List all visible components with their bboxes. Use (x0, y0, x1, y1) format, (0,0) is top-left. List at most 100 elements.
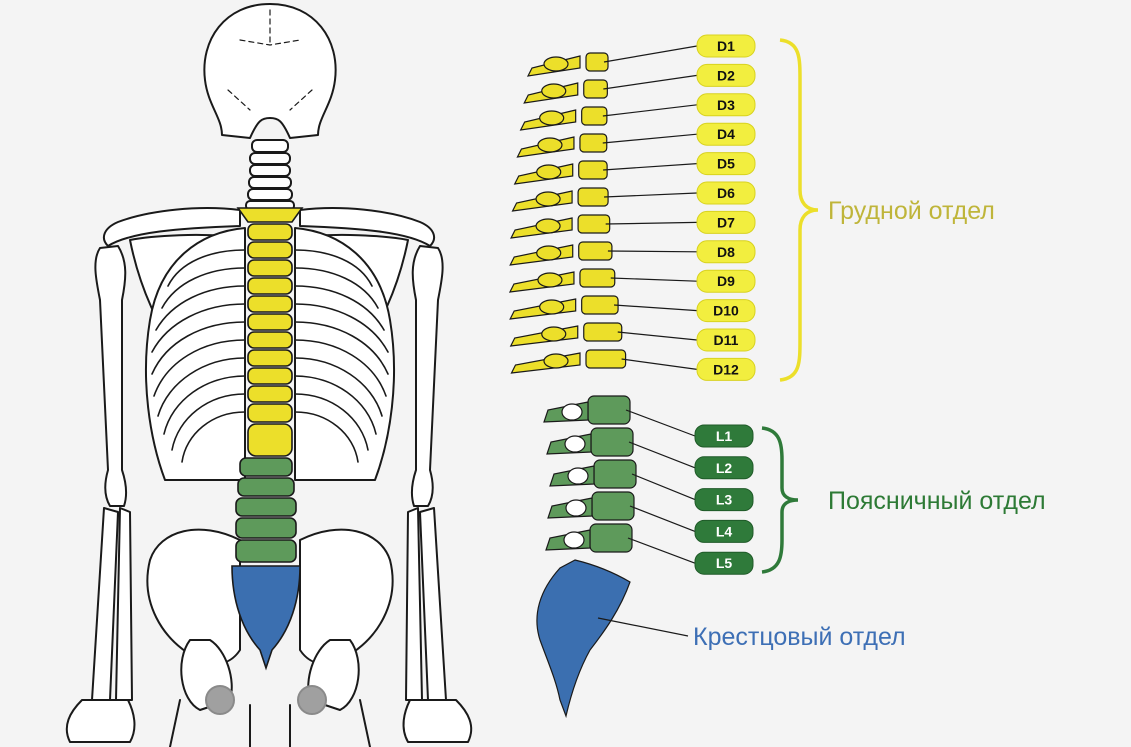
side-thoracic-lamina (543, 56, 569, 72)
side-thoracic-lamina (543, 353, 569, 369)
side-sacrum (536, 559, 631, 719)
side-lumbar-vertebrae (543, 395, 637, 553)
left-shoulder (102, 207, 241, 247)
skeleton-back-view (65, 3, 473, 747)
side-lumbar-foramen (565, 499, 587, 517)
label-l4: L4 (694, 519, 754, 543)
side-thoracic-lamina (539, 110, 565, 126)
label-text: L5 (716, 555, 733, 571)
label-text: D3 (717, 97, 735, 113)
side-thoracic-body (577, 187, 609, 207)
leader-d2 (603, 74, 698, 90)
side-thoracic-body (585, 349, 627, 369)
leader-d8 (607, 250, 698, 253)
label-text: D7 (717, 214, 735, 230)
leader-d12 (621, 358, 698, 370)
label-d10: D10 (696, 299, 756, 323)
left-lumbar-vertebrae (235, 457, 297, 563)
label-d1: D1 (696, 34, 756, 58)
left-humerus (94, 245, 128, 507)
side-thoracic-lamina (541, 326, 567, 342)
leader-d4 (602, 133, 698, 144)
side-thoracic-lamina (536, 164, 562, 180)
cervical-vertebrae (245, 139, 295, 211)
label-text: L3 (716, 492, 733, 508)
left-thoracic-vertebrae (247, 223, 293, 457)
thoracic-brace (779, 38, 819, 382)
leader-l2 (628, 441, 696, 469)
left-sacrum (231, 565, 301, 671)
left-spine (231, 207, 304, 671)
label-l2: L2 (694, 456, 754, 480)
side-lumbar-body (589, 523, 633, 553)
side-thoracic-lamina (541, 83, 567, 99)
leader-d9 (610, 277, 698, 282)
sacral-leader (597, 617, 689, 637)
ribs (151, 249, 389, 463)
lumbar-brace (761, 426, 799, 574)
side-thoracic-lamina (537, 272, 563, 288)
side-lumbar-foramen (561, 403, 583, 421)
side-thoracic-body (583, 322, 623, 342)
leader-l4 (629, 505, 696, 532)
label-l1: L1 (694, 424, 754, 448)
leader-d6 (604, 192, 698, 198)
label-d5: D5 (696, 152, 756, 176)
side-lumbar-body (593, 459, 637, 489)
leader-d3 (602, 104, 698, 117)
label-text: D2 (717, 67, 735, 83)
label-text: D4 (717, 126, 735, 142)
side-thoracic-lamina (536, 245, 562, 261)
leader-l5 (627, 537, 696, 564)
side-thoracic-body (578, 160, 608, 180)
side-thoracic-lamina (535, 191, 561, 207)
leader-d7 (605, 221, 698, 225)
label-l3: L3 (694, 488, 754, 512)
left-hand (65, 699, 136, 743)
label-d12: D12 (696, 357, 756, 381)
leader-d11 (617, 331, 698, 341)
side-lumbar-body (590, 427, 634, 457)
thoracic-top-wedge (236, 207, 304, 223)
label-text: L1 (716, 428, 733, 444)
side-thoracic-lamina (537, 137, 563, 153)
leader-d10 (614, 304, 698, 312)
side-lumbar-foramen (563, 531, 585, 549)
label-text: L4 (716, 523, 733, 539)
label-text: D8 (717, 244, 735, 260)
label-d11: D11 (696, 328, 756, 352)
right-hand (402, 699, 473, 743)
side-thoracic-lamina (535, 218, 561, 234)
leader-d1 (603, 45, 698, 63)
leader-l3 (631, 473, 696, 501)
right-forearm (405, 507, 447, 701)
label-d4: D4 (696, 122, 756, 146)
sacral-region-label: Крестцовый отдел (693, 623, 906, 651)
leader-d5 (603, 163, 698, 171)
spine-side-view (508, 52, 637, 719)
label-l5: L5 (694, 551, 754, 575)
label-text: D11 (714, 332, 739, 348)
side-thoracic-body (578, 241, 613, 261)
label-d3: D3 (696, 93, 756, 117)
side-thoracic-body (579, 268, 616, 288)
side-thoracic-body (579, 133, 608, 153)
right-humerus (410, 245, 444, 507)
label-d6: D6 (696, 181, 756, 205)
side-thoracic-body (577, 214, 611, 234)
leader-l1 (625, 409, 696, 437)
leader-lines (602, 45, 698, 564)
label-text: D1 (717, 38, 735, 54)
side-lumbar-foramen (567, 467, 589, 485)
label-text: D5 (717, 156, 735, 172)
label-text: D9 (717, 273, 735, 289)
lumbar-region-label: Поясничный отдел (828, 487, 1046, 515)
side-thoracic-body (581, 295, 619, 315)
label-text: D10 (713, 303, 739, 319)
side-lumbar-body (587, 395, 631, 425)
label-text: D6 (717, 185, 735, 201)
side-lumbar-body (591, 491, 635, 521)
side-thoracic-lamina (539, 299, 565, 315)
